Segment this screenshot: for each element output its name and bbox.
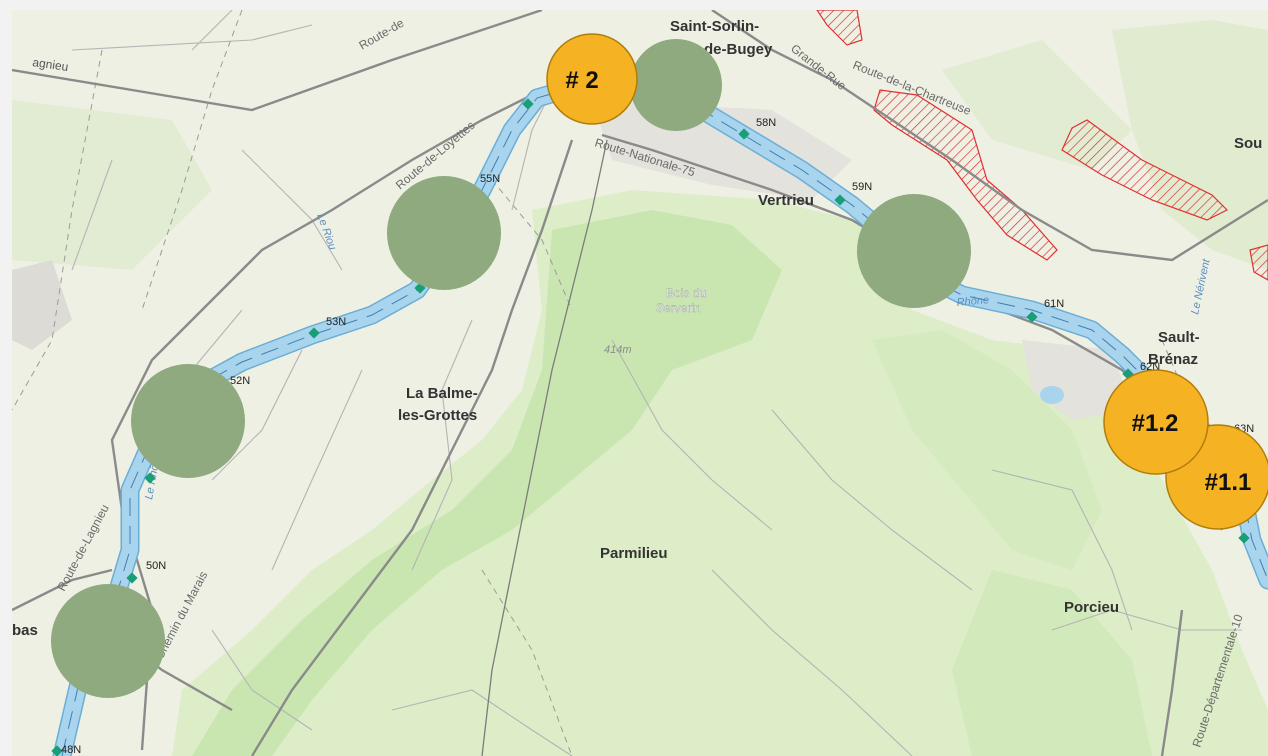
place-sault: Sault- — [1158, 329, 1200, 346]
km-label: 53N — [326, 316, 346, 328]
cluster-marker[interactable] — [630, 39, 722, 131]
badge-label: # 2 — [565, 67, 598, 94]
meadow-area — [12, 100, 212, 270]
cluster-marker[interactable] — [131, 364, 245, 478]
elevation-label: 414m — [604, 344, 632, 356]
forest-area-dense — [952, 570, 1152, 756]
badge-label: #1.2 — [1132, 410, 1179, 437]
badge-label: #1.1 — [1205, 469, 1252, 496]
cluster-marker[interactable] — [51, 584, 165, 698]
site-badge-2[interactable]: # 2 — [546, 33, 638, 125]
km-label: 48N — [61, 744, 81, 756]
place-sault-2: Brénaz — [1148, 351, 1198, 368]
km-marker[interactable] — [1238, 532, 1250, 544]
map-frame: Route-de-Loyettes Route-Nationale-75 Gra… — [12, 10, 1268, 756]
place-la-balme-2: les-Grottes — [398, 407, 477, 424]
forest-area-dense — [872, 330, 1102, 570]
km-marker[interactable]: 61N — [1026, 298, 1064, 323]
km-marker[interactable]: 55N — [480, 173, 500, 185]
place-saint-sorlin-2: de-Bugey — [704, 41, 773, 58]
forest-area-north — [1112, 20, 1268, 270]
km-label: 59N — [852, 181, 872, 193]
km-label: 58N — [756, 117, 776, 129]
km-label: 52N — [230, 375, 250, 387]
place-la-balme: La Balme- — [406, 385, 478, 402]
place-bois-du-serverin: Bois du — [666, 286, 706, 300]
km-label: 61N — [1044, 298, 1064, 310]
place-parmilieu: Parmilieu — [600, 545, 668, 562]
lake — [1040, 386, 1064, 404]
place-saint-sorlin: Saint-Sorlin- — [670, 18, 759, 35]
river-label-rhone-east: Rhône — [956, 294, 989, 309]
badge-circle — [1103, 369, 1209, 475]
map-canvas[interactable]: Route-de-Loyettes Route-Nationale-75 Gra… — [12, 10, 1268, 756]
protected-zone — [873, 89, 1058, 261]
forest-area-dense — [192, 210, 782, 756]
railway — [481, 139, 608, 756]
protected-zone — [1249, 244, 1268, 281]
place-bois-du-serverin-2: Serverin — [656, 301, 701, 315]
protected-zone — [1061, 119, 1229, 221]
site-badge-1-2[interactable]: #1.2 — [1103, 369, 1209, 475]
place-sou: Sou — [1234, 135, 1262, 152]
minor-roads — [71, 10, 1242, 756]
cluster-marker[interactable] — [387, 176, 501, 290]
cluster-marker[interactable] — [857, 194, 971, 308]
place-lagnieu: agnieu — [32, 55, 70, 74]
km-label: 50N — [146, 560, 166, 572]
cluster-markers — [51, 39, 971, 698]
place-bas: bas — [12, 622, 38, 639]
urban-area — [12, 260, 72, 350]
protected-zone — [816, 10, 863, 46]
place-vertrieu: Vertrieu — [758, 192, 814, 209]
km-marker[interactable]: 52N — [230, 375, 250, 387]
km-label: 55N — [480, 173, 500, 185]
place-porcieu: Porcieu — [1064, 599, 1119, 616]
badge-circle — [546, 33, 638, 125]
